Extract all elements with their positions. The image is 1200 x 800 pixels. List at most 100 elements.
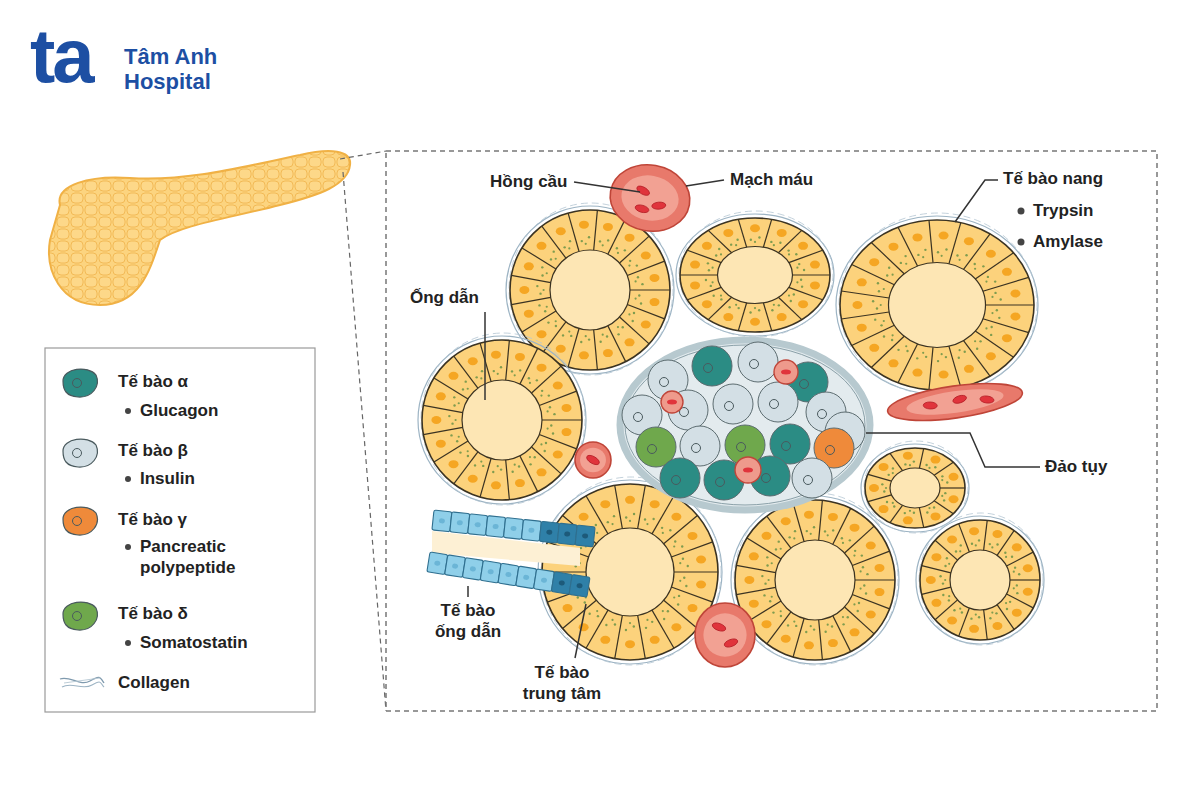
zymogen-granule xyxy=(958,357,960,359)
blood-vessel xyxy=(885,377,1024,428)
cell-border xyxy=(738,219,746,247)
zymogen-granule xyxy=(827,534,829,536)
zymogen-granule xyxy=(942,582,944,584)
cell-border xyxy=(747,538,781,559)
zymogen-granule xyxy=(881,483,883,485)
zymogen-granule xyxy=(883,320,885,322)
cell-border xyxy=(855,579,895,580)
zymogen-granule xyxy=(975,544,977,546)
zymogen-granule xyxy=(467,388,469,390)
cell-border xyxy=(949,346,961,387)
collagen-fiber xyxy=(919,513,1043,645)
zymogen-granule xyxy=(773,304,775,306)
zymogen-granule xyxy=(539,292,541,294)
zymogen-granule xyxy=(909,510,911,512)
cell-border xyxy=(627,304,664,318)
zymogen-granule xyxy=(635,297,637,299)
part-label: Mạch máu xyxy=(730,169,813,190)
zymogen-granule xyxy=(541,390,543,392)
blood-vessel xyxy=(575,442,611,478)
cell-border xyxy=(638,485,646,528)
cell-nucleus xyxy=(949,473,959,481)
cell-nucleus xyxy=(852,301,862,309)
cell-border xyxy=(793,618,804,656)
acinus xyxy=(836,213,1038,395)
cell-border xyxy=(819,500,823,540)
zymogen-granule xyxy=(679,580,681,582)
zymogen-granule xyxy=(1005,556,1007,558)
zymogen-granule xyxy=(976,347,978,349)
zymogen-granule xyxy=(769,600,771,602)
islet-cell xyxy=(713,384,753,424)
cell-border xyxy=(542,419,582,420)
cell-border xyxy=(841,291,889,298)
duct-nucleus xyxy=(487,569,494,575)
islet-nucleus xyxy=(782,442,791,451)
blood-vessel xyxy=(695,603,755,667)
cell-nucleus xyxy=(1010,290,1020,298)
bullets xyxy=(125,208,1025,647)
zymogen-granule xyxy=(917,254,919,256)
zymogen-granule xyxy=(958,259,960,261)
zymogen-granule xyxy=(552,432,554,434)
cell-nucleus xyxy=(687,604,697,612)
zymogen-granule xyxy=(636,264,638,266)
zymogen-granule xyxy=(685,585,687,587)
zymogen-granule xyxy=(581,240,583,242)
zymogen-granule xyxy=(637,276,639,278)
islet-nucleus xyxy=(737,443,746,452)
cell-nucleus xyxy=(537,364,547,372)
zymogen-granule xyxy=(970,617,972,619)
zymogen-granule xyxy=(553,413,555,415)
zymogen-granule xyxy=(961,611,963,613)
leader-line xyxy=(484,312,486,400)
cell-nucleus xyxy=(702,300,712,308)
zymogen-granule xyxy=(974,268,976,270)
cell-nucleus xyxy=(939,370,949,378)
zymogen-granule xyxy=(974,263,976,265)
zymogen-granule xyxy=(663,618,665,620)
cell-nucleus xyxy=(537,468,547,476)
cell-nucleus xyxy=(762,532,772,540)
zymogen-granule xyxy=(1004,552,1006,554)
cell-border xyxy=(586,610,608,648)
zymogen-granule xyxy=(543,289,545,291)
cell-nucleus xyxy=(810,261,820,269)
acinus xyxy=(916,513,1044,645)
cell-nucleus xyxy=(749,552,759,560)
zymogen-granule xyxy=(455,419,457,421)
cell-border xyxy=(919,449,923,469)
zymogen-granule xyxy=(944,565,946,567)
zymogen-granule xyxy=(588,613,590,615)
zymogen-granule xyxy=(555,325,557,327)
zymogen-granule xyxy=(616,247,618,249)
zymogen-granule xyxy=(827,624,829,626)
collagen-fiber xyxy=(421,333,585,505)
zymogen-granule xyxy=(909,464,911,466)
cell-nucleus xyxy=(804,641,814,649)
cell-border xyxy=(511,297,550,304)
duct-nucleus xyxy=(523,574,530,580)
collagen-sample xyxy=(60,677,104,687)
zymogen-granule xyxy=(934,466,936,468)
cell-nucleus xyxy=(992,622,1002,630)
cell-border xyxy=(852,265,895,285)
zymogen-granule xyxy=(1016,592,1018,594)
islet-nucleus xyxy=(634,413,643,422)
islet-nucleus xyxy=(692,444,701,453)
duct-nucleus xyxy=(576,583,583,589)
zymogen-granule xyxy=(584,601,586,603)
zymogen-granule xyxy=(588,338,590,340)
zymogen-granule xyxy=(985,280,987,282)
legend-marks xyxy=(60,369,104,687)
legend-label: Tế bào β xyxy=(118,440,188,461)
cell-nucleus xyxy=(649,274,659,282)
red-blood-cell xyxy=(923,402,937,409)
zymogen-granule xyxy=(500,366,502,368)
zymogen-granule xyxy=(787,249,789,251)
zymogen-granule xyxy=(766,556,768,558)
cell-border xyxy=(708,297,731,319)
cell-nucleus xyxy=(696,581,706,589)
cell-border xyxy=(454,452,478,484)
